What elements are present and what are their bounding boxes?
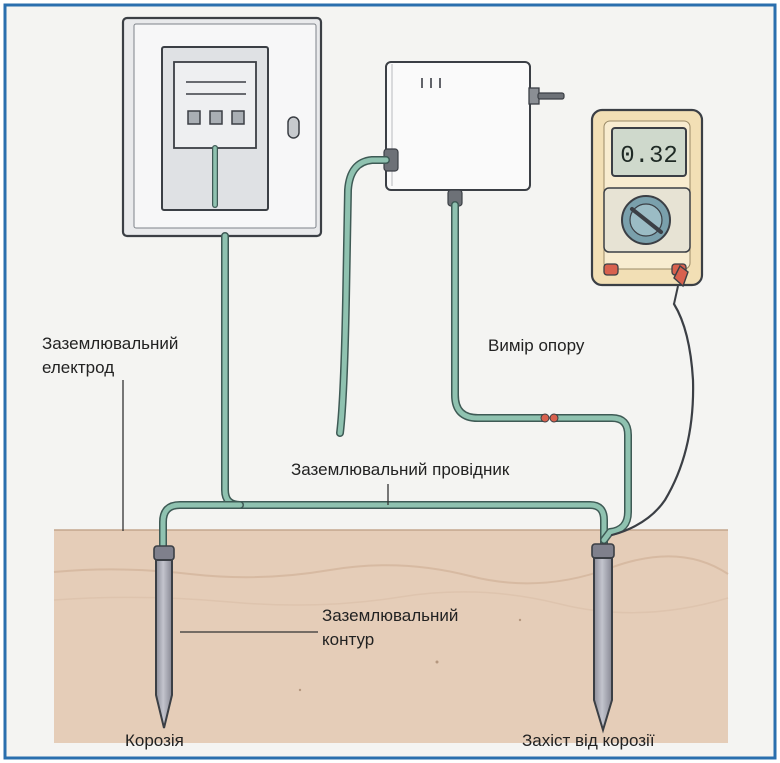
- label-measure: Вимір опору: [488, 336, 585, 355]
- leader-lines: [122, 380, 389, 633]
- label-electrode-line1: Заземлювальний: [42, 334, 179, 353]
- label-conductor: Заземлювальний провідник: [291, 460, 510, 479]
- ground-rod-icon: [591, 543, 615, 734]
- wires: [159, 145, 695, 552]
- label-contour-line1: Заземлювальний: [322, 606, 459, 625]
- label-protection: Захіст від корозії: [522, 731, 655, 750]
- label-contour-line2: контур: [322, 630, 375, 649]
- measuring-device-icon: [383, 61, 565, 207]
- diagram-frame: [3, 3, 777, 760]
- label-electrode-line2: електрод: [42, 358, 115, 377]
- label-corrosion: Корозія: [125, 731, 184, 750]
- electrical-panel-icon: [121, 16, 323, 238]
- wire-gap-right: [549, 413, 559, 423]
- probe-icon: [673, 264, 689, 305]
- multimeter-icon: [590, 108, 704, 287]
- wire-gap-left: [540, 413, 550, 423]
- multimeter-display: 0.32: [620, 143, 678, 170]
- ground-rod-icon: [153, 545, 175, 729]
